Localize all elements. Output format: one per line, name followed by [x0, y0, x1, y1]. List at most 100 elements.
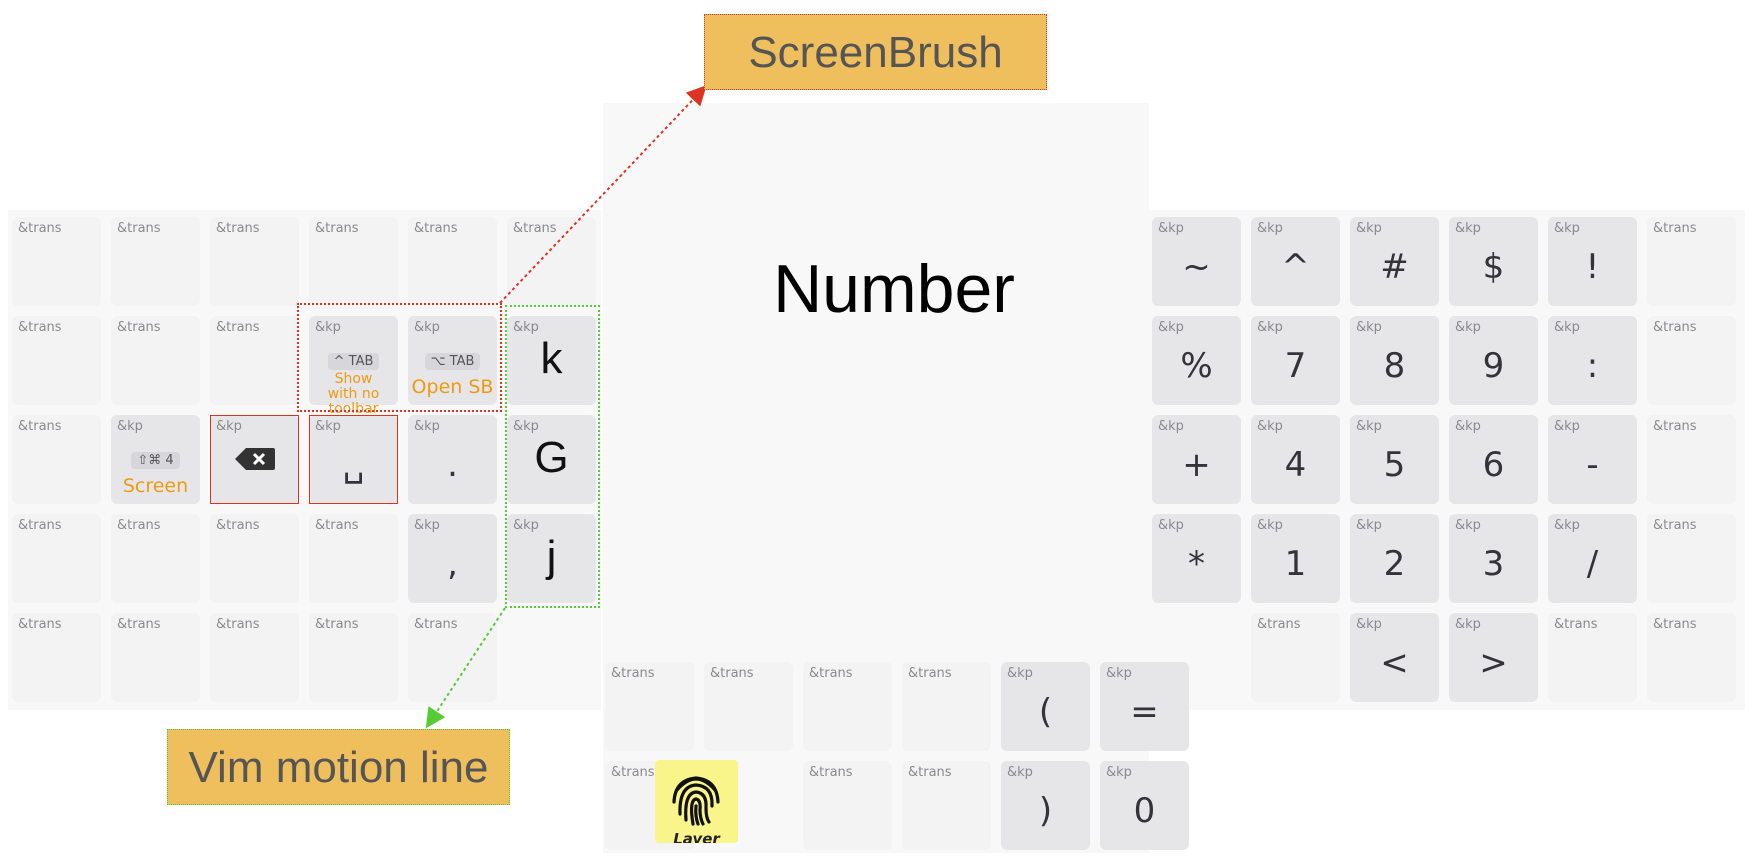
key-value: % — [1180, 346, 1213, 386]
key-binding-tag: &kp — [414, 320, 440, 335]
key-binding-tag: &trans — [216, 221, 260, 236]
key-binding-tag: &kp — [513, 320, 539, 335]
key-binding-tag: &kp — [1554, 419, 1580, 434]
key-25: &trans — [111, 613, 200, 702]
key-14: &kp — [210, 415, 299, 504]
key-51: &kp/ — [1548, 514, 1637, 603]
key-20: &trans — [210, 514, 299, 603]
key-value: 4 — [1284, 445, 1307, 485]
key-binding-tag: &kp — [414, 518, 440, 533]
key-binding-tag: &trans — [117, 221, 161, 236]
key-58: &trans — [605, 662, 694, 751]
key-binding-tag: &kp — [1356, 419, 1382, 434]
key-binding-tag: &kp — [1007, 666, 1033, 681]
key-value: < — [1380, 643, 1409, 683]
key-binding-tag: &trans — [1653, 221, 1697, 236]
key-binding-tag: &trans — [611, 666, 655, 681]
key-binding-tag: &trans — [809, 765, 853, 780]
key-1: &trans — [111, 217, 200, 306]
key-binding-tag: &trans — [18, 518, 62, 533]
key-binding-tag: &trans — [1653, 518, 1697, 533]
key-binding-tag: &kp — [1356, 617, 1382, 632]
key-binding-tag: &kp — [315, 419, 341, 434]
key-binding-tag: &trans — [18, 419, 62, 434]
key-value: 9 — [1482, 346, 1505, 386]
key-binding-tag: &kp — [216, 419, 242, 434]
key-4: &trans — [408, 217, 497, 306]
key-binding-tag: &kp — [1158, 518, 1184, 533]
key-binding-tag: &trans — [117, 320, 161, 335]
key-0: &trans — [12, 217, 101, 306]
key-57: &trans — [1647, 613, 1736, 702]
key-16: &kp. — [408, 415, 497, 504]
key-binding-tag: &kp — [1158, 419, 1184, 434]
key-54: &kp < — [1350, 613, 1439, 702]
key-63: &kp= — [1100, 662, 1189, 751]
key-value: 8 — [1383, 346, 1406, 386]
screenbrush-highlight-box — [297, 303, 502, 412]
key-value: 5 — [1383, 445, 1406, 485]
key-combo: ⌥ TAB — [424, 353, 481, 370]
key-52: &trans — [1647, 514, 1736, 603]
key-binding-tag: &trans — [216, 617, 260, 632]
key-8: &trans — [210, 316, 299, 405]
key-binding-tag: &trans — [216, 518, 260, 533]
key-value: ~ — [1182, 247, 1211, 287]
key-value: ^ — [1281, 247, 1310, 287]
key-61: &trans — [902, 662, 991, 751]
key-21: &trans — [309, 514, 398, 603]
key-binding-tag: &trans — [414, 221, 458, 236]
key-value: 6 — [1482, 445, 1505, 485]
key-binding-tag: &kp — [1554, 221, 1580, 236]
key-binding-tag: &trans — [1653, 320, 1697, 335]
key-55: &kp> — [1449, 613, 1538, 702]
key-value: * — [1188, 544, 1205, 584]
key-22: &kp, — [408, 514, 497, 603]
key-24: &trans — [12, 613, 101, 702]
key-41: &kp + — [1152, 415, 1241, 504]
key-binding-tag: &kp — [1455, 617, 1481, 632]
key-62: &kp( — [1001, 662, 1090, 751]
key-binding-tag: &kp — [1356, 320, 1382, 335]
key-binding-tag: &trans — [216, 320, 260, 335]
key-28: &trans — [408, 613, 497, 702]
key-12: &trans — [12, 415, 101, 504]
key-binding-tag: &kp — [1007, 765, 1033, 780]
key-binding-tag: &trans — [18, 617, 62, 632]
key-value: - — [1586, 445, 1599, 485]
key-combo: ^ TAB — [327, 353, 380, 370]
key-binding-tag: &kp — [1257, 320, 1283, 335]
key-31: &kp# — [1350, 217, 1439, 306]
key-value: / — [1586, 544, 1599, 584]
key-35: &kp% — [1152, 316, 1241, 405]
key-binding-tag: &kp — [1455, 419, 1481, 434]
key-value: 2 — [1383, 544, 1406, 584]
vim-motion-callout: Vim motion line — [167, 729, 510, 805]
key-47: &kp * — [1152, 514, 1241, 603]
keyboard-half-right — [1149, 210, 1745, 710]
key-binding-tag: &trans — [18, 320, 62, 335]
key-binding-tag: &trans — [1653, 419, 1697, 434]
key-value: + — [1182, 445, 1211, 485]
key-value: k — [540, 334, 563, 383]
space-key-outline — [309, 415, 398, 504]
key-15: &kp␣ — [309, 415, 398, 504]
key-45: &kp- — [1548, 415, 1637, 504]
key-27: &trans — [309, 613, 398, 702]
key-binding-tag: &trans — [117, 518, 161, 533]
key-29: &kp~ — [1152, 217, 1241, 306]
key-binding-tag: &trans — [315, 221, 359, 236]
key-value: ␣ — [342, 445, 365, 485]
layer-key: Layer — [655, 760, 738, 843]
key-value: 0 — [1133, 791, 1156, 831]
key-binding-tag: &kp — [1106, 666, 1132, 681]
